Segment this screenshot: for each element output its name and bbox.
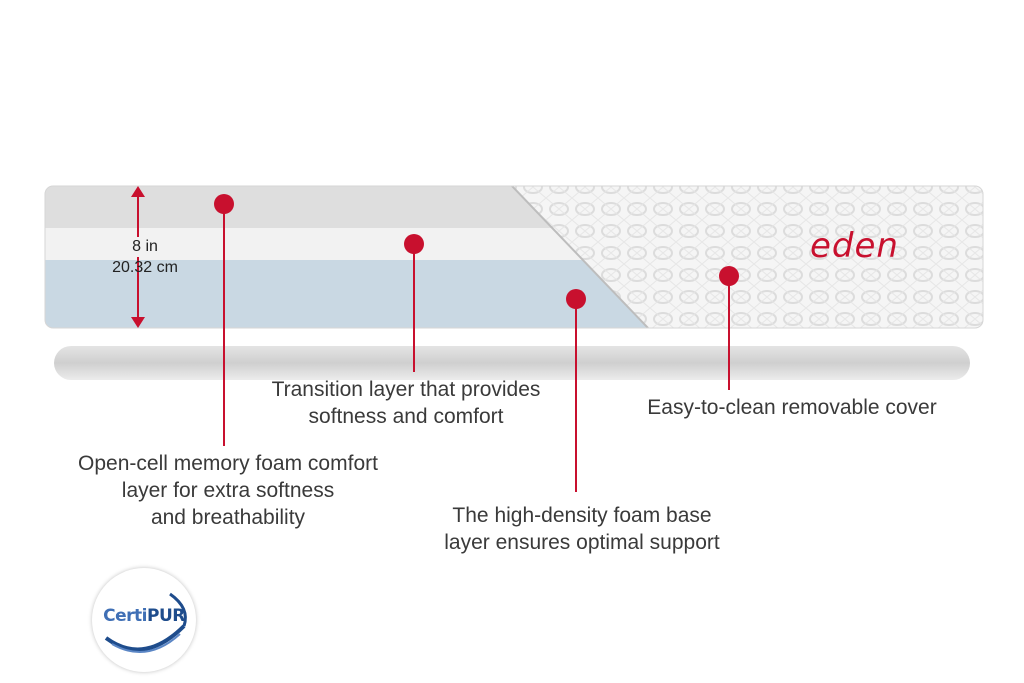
- certipur-prefix: Certi: [103, 606, 147, 626]
- certipur-badge: CertiPUR: [92, 568, 196, 672]
- callout-comfort-marker: [214, 194, 234, 446]
- mattress-cover: [512, 186, 983, 328]
- callout-cover-label: Easy-to-clean removable cover: [647, 396, 937, 419]
- brand-logo: eden: [810, 226, 899, 266]
- callout-base-label: The high-density foam base layer ensures…: [444, 504, 720, 554]
- certipur-wordmark: CertiPUR: [92, 606, 196, 626]
- height-centimeters: 20.32 cm: [112, 259, 178, 276]
- callout-transition-label: Transition layer that provides softness …: [271, 378, 541, 428]
- certipur-suffix: PUR: [146, 606, 185, 626]
- callout-comfort-label: Open-cell memory foam comfort layer for …: [78, 452, 378, 529]
- height-inches: 8 in: [100, 237, 190, 257]
- callout-cover-marker: [719, 266, 739, 390]
- callout-transition-marker: [404, 234, 424, 372]
- certipur-swoosh-icon: [104, 592, 187, 653]
- mattress-shadow: [54, 346, 970, 380]
- callout-base-marker: [566, 289, 586, 492]
- height-arrow: [131, 186, 145, 328]
